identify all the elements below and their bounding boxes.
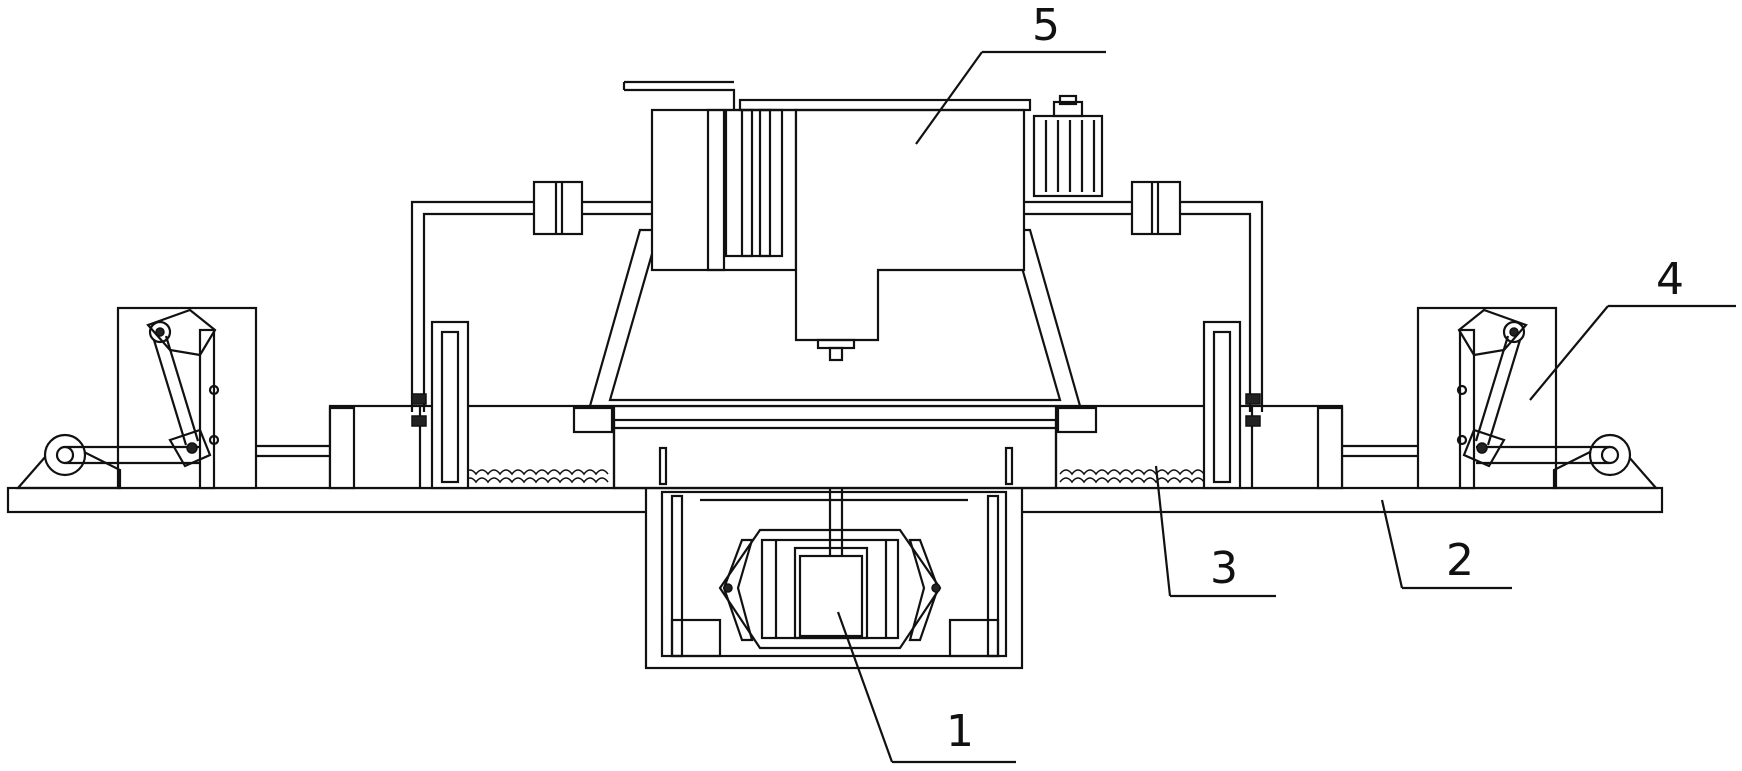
crank-mechanism-left	[15, 306, 258, 490]
callout-label-5: 5	[1032, 0, 1060, 51]
callout-4: 4	[1529, 254, 1736, 401]
pipe-right	[1024, 180, 1264, 412]
callout-label-2: 2	[1446, 535, 1474, 586]
callout-label-3: 3	[1210, 543, 1238, 594]
middle-tank	[328, 404, 1344, 490]
gravel-left	[451, 469, 609, 484]
pipe-left	[410, 180, 652, 412]
callout-label-1: 1	[946, 706, 974, 757]
cylinder-right	[1202, 320, 1420, 490]
cylinder-left	[230, 320, 470, 490]
gravel-right	[1059, 469, 1229, 484]
callout-2: 2	[1380, 499, 1512, 590]
crank-mechanism-right	[1416, 306, 1659, 490]
callout-3: 3	[1154, 465, 1276, 598]
callout-label-4: 4	[1656, 254, 1684, 305]
motor	[1032, 94, 1104, 198]
lower-housing	[644, 428, 1024, 670]
callout-1: 1	[836, 611, 1016, 764]
callout-5: 5	[915, 0, 1106, 145]
top-motor-block	[622, 80, 1104, 362]
